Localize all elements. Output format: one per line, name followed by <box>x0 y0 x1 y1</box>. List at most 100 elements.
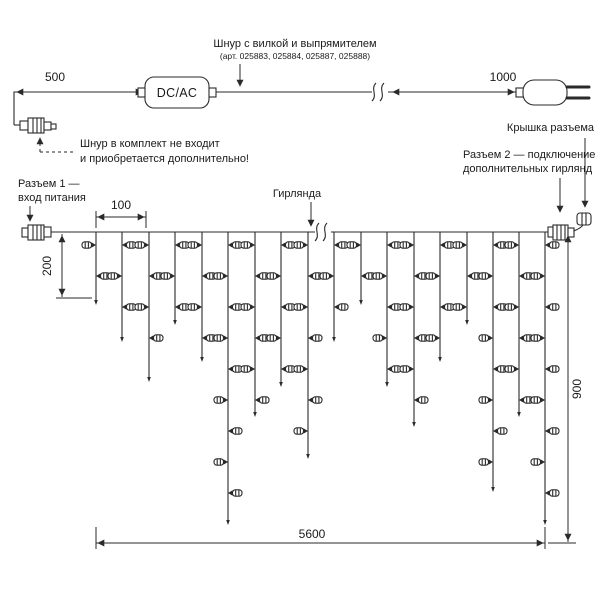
connector2-label-1: Разъем 2 — подключение <box>463 149 595 161</box>
lamp-icon <box>293 241 308 249</box>
drop <box>187 232 217 362</box>
lamp-icon <box>478 396 493 404</box>
drop <box>452 232 482 325</box>
drop <box>372 232 402 387</box>
lamp-icon <box>414 396 429 404</box>
lamp-icon <box>228 241 243 249</box>
drop <box>240 232 270 417</box>
lamp-icon <box>213 396 228 404</box>
connector1-label-1: Разъем 1 — <box>18 178 80 190</box>
cord-connector-icon <box>14 117 57 134</box>
drop-tip <box>491 487 495 492</box>
lamp-icon <box>240 241 255 249</box>
garland-assembly <box>21 138 592 242</box>
lamp-icon <box>308 396 323 404</box>
break-mark <box>379 82 385 102</box>
drop-tip <box>173 320 177 325</box>
break-mark <box>314 222 320 242</box>
lamp-icon <box>293 365 308 373</box>
lamp-icon <box>504 303 519 311</box>
drop-tip <box>332 337 336 342</box>
cord-title-articles: (арт. 025883, 025884, 025887, 025888) <box>220 51 370 61</box>
lamp-icon <box>387 303 402 311</box>
drop-tip <box>543 520 547 525</box>
lamp-icon <box>187 241 202 249</box>
drop-tip <box>253 412 257 417</box>
lamp-icon <box>504 241 519 249</box>
lamp-icon <box>452 303 467 311</box>
lamp-icon <box>399 241 414 249</box>
drop-tip <box>147 377 151 382</box>
connector1-icon <box>21 224 52 241</box>
lamp-icon <box>319 272 334 280</box>
dim-1000-label: 1000 <box>490 70 517 84</box>
lamp-icon <box>175 241 190 249</box>
lamp-icon <box>387 365 402 373</box>
drop-tip <box>385 382 389 387</box>
cord-title: Шнур с вилкой и выпрямителем <box>213 38 376 50</box>
lamp-icon <box>266 334 281 342</box>
lamp-icon <box>228 489 243 497</box>
drop-tip <box>438 357 442 362</box>
lamp-icon <box>134 241 149 249</box>
plug-body <box>522 79 568 106</box>
lamp-icon <box>425 272 440 280</box>
lamp-icon <box>545 365 560 373</box>
drop-tip <box>465 320 469 325</box>
lamp-icon <box>293 427 308 435</box>
drop-tip <box>306 454 310 459</box>
drop <box>478 232 508 492</box>
break-mark <box>322 222 328 242</box>
drop <box>81 232 111 305</box>
drop-tip <box>226 520 230 525</box>
drop-tip <box>359 300 363 305</box>
garland-label: Гирлянда <box>273 188 322 200</box>
lamp-icon <box>281 365 296 373</box>
drop <box>266 232 296 387</box>
lamp-icon <box>175 303 190 311</box>
lamp-icon <box>425 334 440 342</box>
lamp-icon <box>281 303 296 311</box>
power-cord <box>13 64 591 153</box>
lamp-icon <box>293 303 308 311</box>
break-mark <box>371 82 377 102</box>
connector2-label-2: дополнительных гирлянд <box>463 163 593 175</box>
note-line-2: и приобретается дополнительно! <box>80 153 249 165</box>
lamp-icon <box>255 396 270 404</box>
drop <box>425 232 455 362</box>
drop-tip <box>200 357 204 362</box>
dcac-label: DC/AC <box>157 86 197 100</box>
lamp-icon <box>387 241 402 249</box>
lamp-icon <box>545 303 560 311</box>
drop <box>319 232 349 342</box>
lamp-icon <box>530 396 545 404</box>
lamp-icon <box>440 241 455 249</box>
lamp-icon <box>478 458 493 466</box>
lamp-icon <box>281 241 296 249</box>
drop <box>346 232 376 305</box>
drop-tip <box>412 422 416 427</box>
lamp-icon <box>530 458 545 466</box>
drop-tip <box>279 382 283 387</box>
lamp-icon <box>545 489 560 497</box>
plug-icon <box>515 79 591 106</box>
lamp-icon <box>545 427 560 435</box>
lamp-icon <box>149 334 164 342</box>
drop-tip <box>94 300 98 305</box>
dcac-box <box>144 76 210 109</box>
dim-100-label: 100 <box>111 198 131 212</box>
lamp-icon <box>440 303 455 311</box>
note-line-1: Шнур в комплект не входит <box>80 138 220 150</box>
cord-left-segment <box>13 91 145 125</box>
lamp-icon <box>122 303 137 311</box>
dim-5600-label: 5600 <box>299 527 326 541</box>
dcac-converter <box>137 76 217 109</box>
lamp-icon <box>213 458 228 466</box>
lamp-icon <box>334 241 349 249</box>
lamp-icon <box>228 303 243 311</box>
dimensions <box>56 211 576 549</box>
lamp-icon <box>504 365 519 373</box>
drop <box>399 232 429 427</box>
drop <box>160 232 190 325</box>
